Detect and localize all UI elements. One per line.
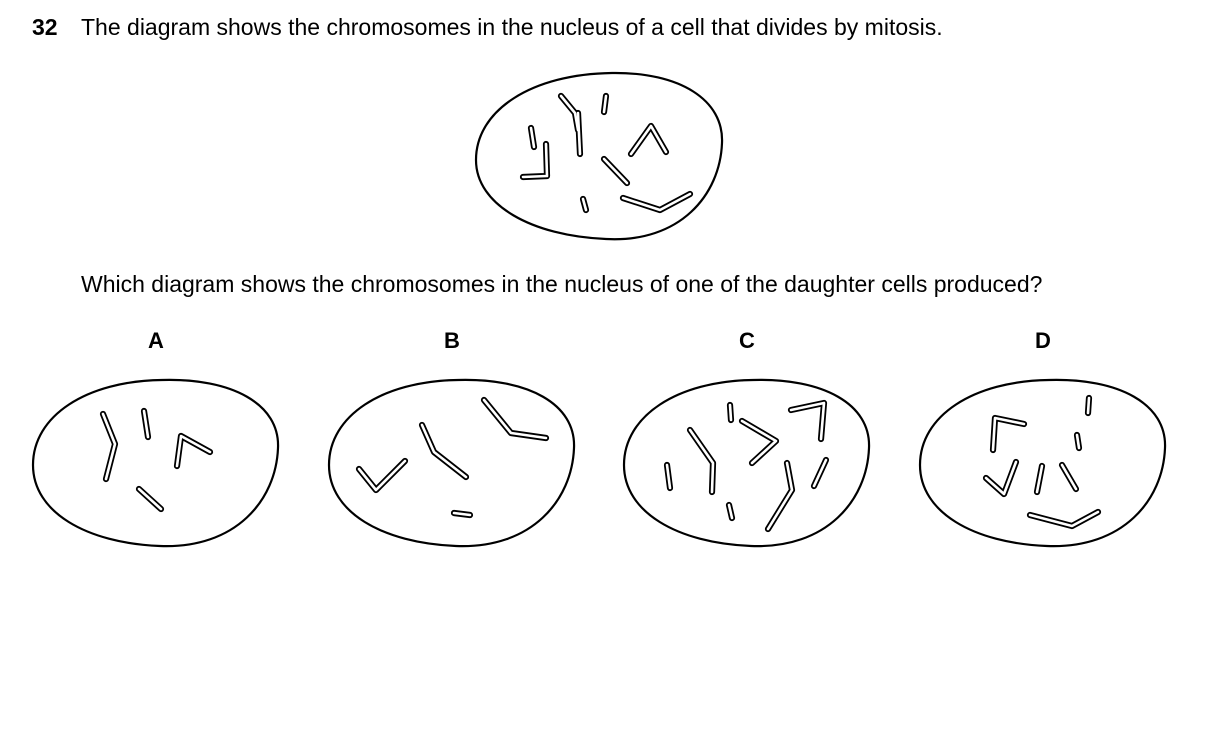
option-a-nucleus-outline xyxy=(31,378,280,548)
option-c-cell[interactable] xyxy=(622,378,871,548)
parent-nucleus-outline xyxy=(474,71,724,241)
question-prompt: Which diagram shows the chromosomes in t… xyxy=(81,271,1043,297)
option-b-cell[interactable] xyxy=(327,378,576,548)
option-a-cell[interactable] xyxy=(31,378,280,548)
parent-chromosomes xyxy=(519,92,694,214)
option-d-chromosomes xyxy=(982,394,1102,530)
option-c-label[interactable]: C xyxy=(739,328,755,353)
option-c-chromosomes xyxy=(663,399,830,533)
option-c-nucleus-outline xyxy=(622,378,871,548)
option-a-label[interactable]: A xyxy=(148,328,164,353)
parent-cell xyxy=(474,71,724,241)
option-d-label[interactable]: D xyxy=(1035,328,1051,353)
option-d-cell[interactable] xyxy=(918,378,1167,548)
option-b-chromosomes xyxy=(355,396,550,519)
option-b-label[interactable]: B xyxy=(444,328,460,353)
question-text: The diagram shows the chromosomes in the… xyxy=(81,14,943,40)
option-a-chromosomes xyxy=(99,407,214,513)
question-number: 32 xyxy=(32,14,58,40)
